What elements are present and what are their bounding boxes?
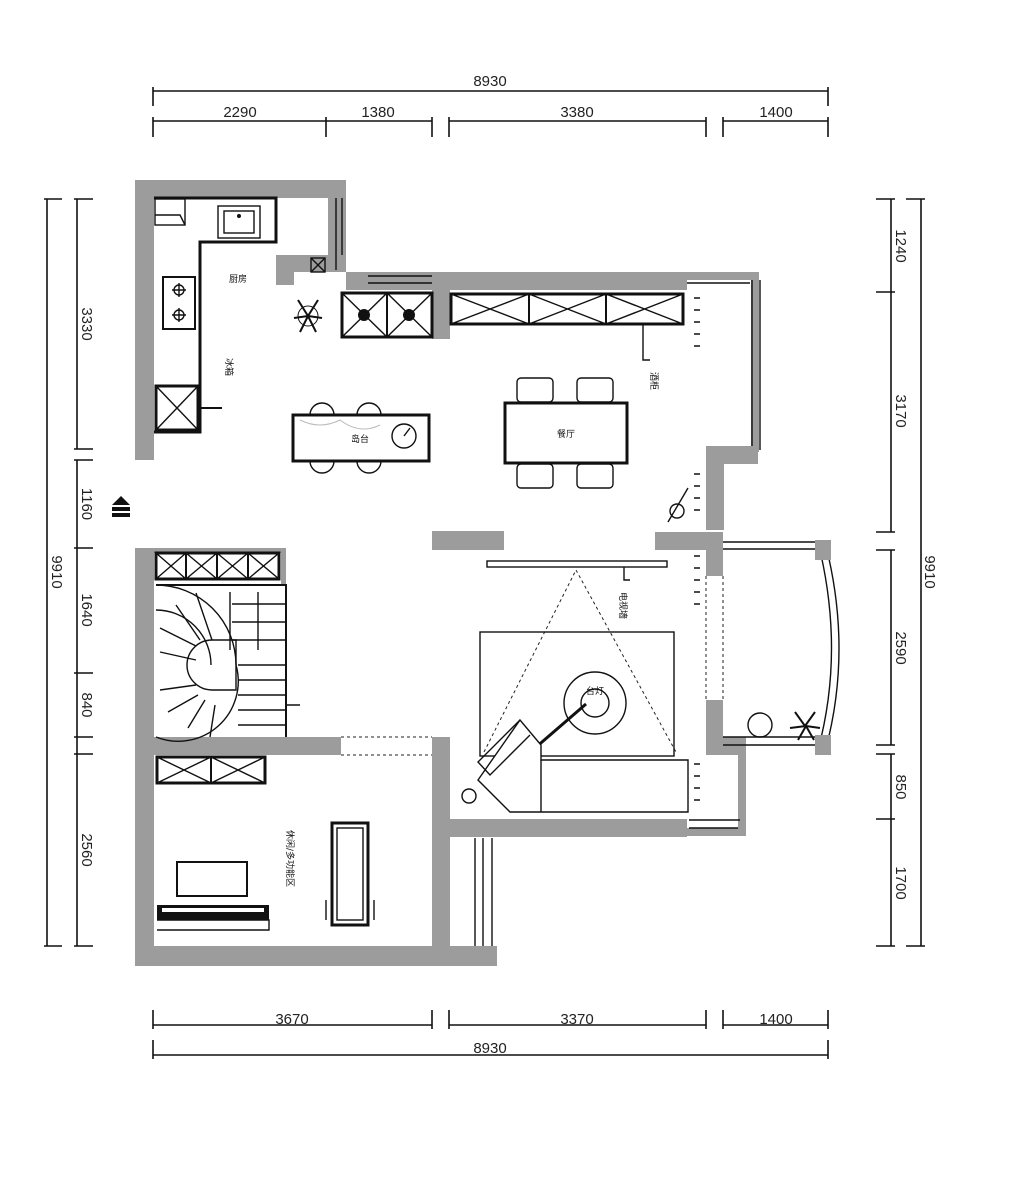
stove-icon (162, 276, 196, 330)
tv-wall (483, 560, 677, 753)
fridge-label: 冰箱 (223, 358, 235, 376)
right-dim-5: 1700 (892, 866, 909, 899)
small-cabinet (310, 257, 326, 273)
right-dim-3: 2590 (892, 631, 909, 664)
right-dim-1: 1240 (892, 229, 909, 262)
plant-icon (293, 299, 323, 333)
kitchen-label: 厨房 (229, 273, 247, 285)
lamp-label: 台灯 (586, 685, 604, 697)
door-marks (694, 297, 700, 801)
top-dimensions (152, 87, 829, 137)
rug (479, 631, 675, 757)
balcony-plant-icon (747, 711, 821, 741)
study-desk (157, 861, 270, 931)
floor-lamp-icon (667, 487, 689, 523)
dining-label: 餐厅 (557, 428, 575, 440)
entrance-arrow-icon (112, 496, 130, 517)
wine-cabinet (449, 292, 685, 361)
bottom-dimensions (152, 1010, 829, 1059)
left-dim-1: 3330 (78, 307, 95, 340)
bay-window (815, 540, 840, 755)
sofa (461, 718, 689, 813)
spiral-stair (155, 584, 300, 742)
sink-icon (217, 205, 261, 239)
left-dim-5: 2560 (78, 833, 95, 866)
island-label: 岛台 (351, 433, 369, 445)
bottom-dim-2: 3370 (560, 1011, 593, 1028)
left-dim-2: 1160 (78, 488, 95, 520)
fridge (154, 384, 200, 432)
left-dim-3: 1640 (78, 593, 95, 626)
left-dim-4: 840 (78, 692, 95, 717)
study-bench (325, 821, 375, 927)
kitchen-counter (154, 196, 278, 434)
right-dim-4: 850 (892, 774, 909, 799)
study-label: 休闲/多功能区 (284, 830, 296, 887)
study-cabinet (155, 755, 267, 785)
window-lines (335, 198, 818, 946)
bottom-total-dim: 8930 (473, 1040, 506, 1057)
dining-table (503, 377, 629, 489)
top-dim-2: 1380 (361, 104, 394, 121)
left-total-dim: 9910 (48, 555, 65, 588)
tv-wall-label: 电视墙 (617, 592, 629, 619)
top-total-dim: 8930 (473, 73, 506, 90)
island (291, 402, 431, 474)
walls (135, 180, 759, 966)
bottom-dim-3: 1400 (759, 1011, 792, 1028)
top-dim-4: 1400 (759, 104, 792, 121)
tall-cabinets (340, 291, 434, 339)
top-dim-3: 3380 (560, 104, 593, 121)
top-dim-1: 2290 (223, 104, 256, 121)
right-dim-2: 3170 (892, 394, 909, 427)
bottom-dim-1: 3670 (275, 1011, 308, 1028)
shoe-cabinet (154, 551, 281, 581)
left-dimensions (44, 198, 93, 947)
cabinet-label: 酒柜 (648, 372, 660, 390)
right-total-dim: 9910 (921, 555, 938, 588)
right-dimensions (876, 198, 925, 947)
